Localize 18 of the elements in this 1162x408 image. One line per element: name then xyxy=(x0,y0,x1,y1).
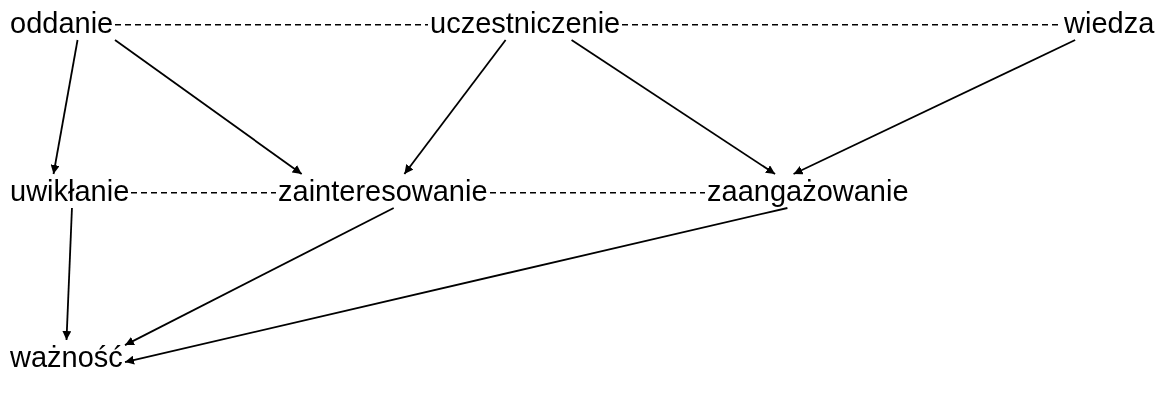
concept-label: uwikłanie xyxy=(8,174,132,208)
dashed-line xyxy=(489,191,706,194)
arrow xyxy=(50,39,79,175)
concept-label: oddanie xyxy=(8,6,116,40)
concept-label: zainteresowanie xyxy=(276,174,490,208)
arrow xyxy=(124,207,789,365)
arrow xyxy=(124,207,395,346)
concept-label: zaangażowanie xyxy=(705,174,911,208)
arrow xyxy=(792,39,1077,175)
arrow xyxy=(114,39,303,175)
concept-label: wiedza xyxy=(1062,6,1157,40)
arrow xyxy=(62,207,73,341)
concept-label: uczestniczenie xyxy=(428,6,623,40)
dashed-line xyxy=(130,191,277,194)
concept-label: ważność xyxy=(8,340,125,374)
dashed-line xyxy=(114,23,429,26)
arrow xyxy=(403,39,507,175)
arrow xyxy=(570,39,776,175)
